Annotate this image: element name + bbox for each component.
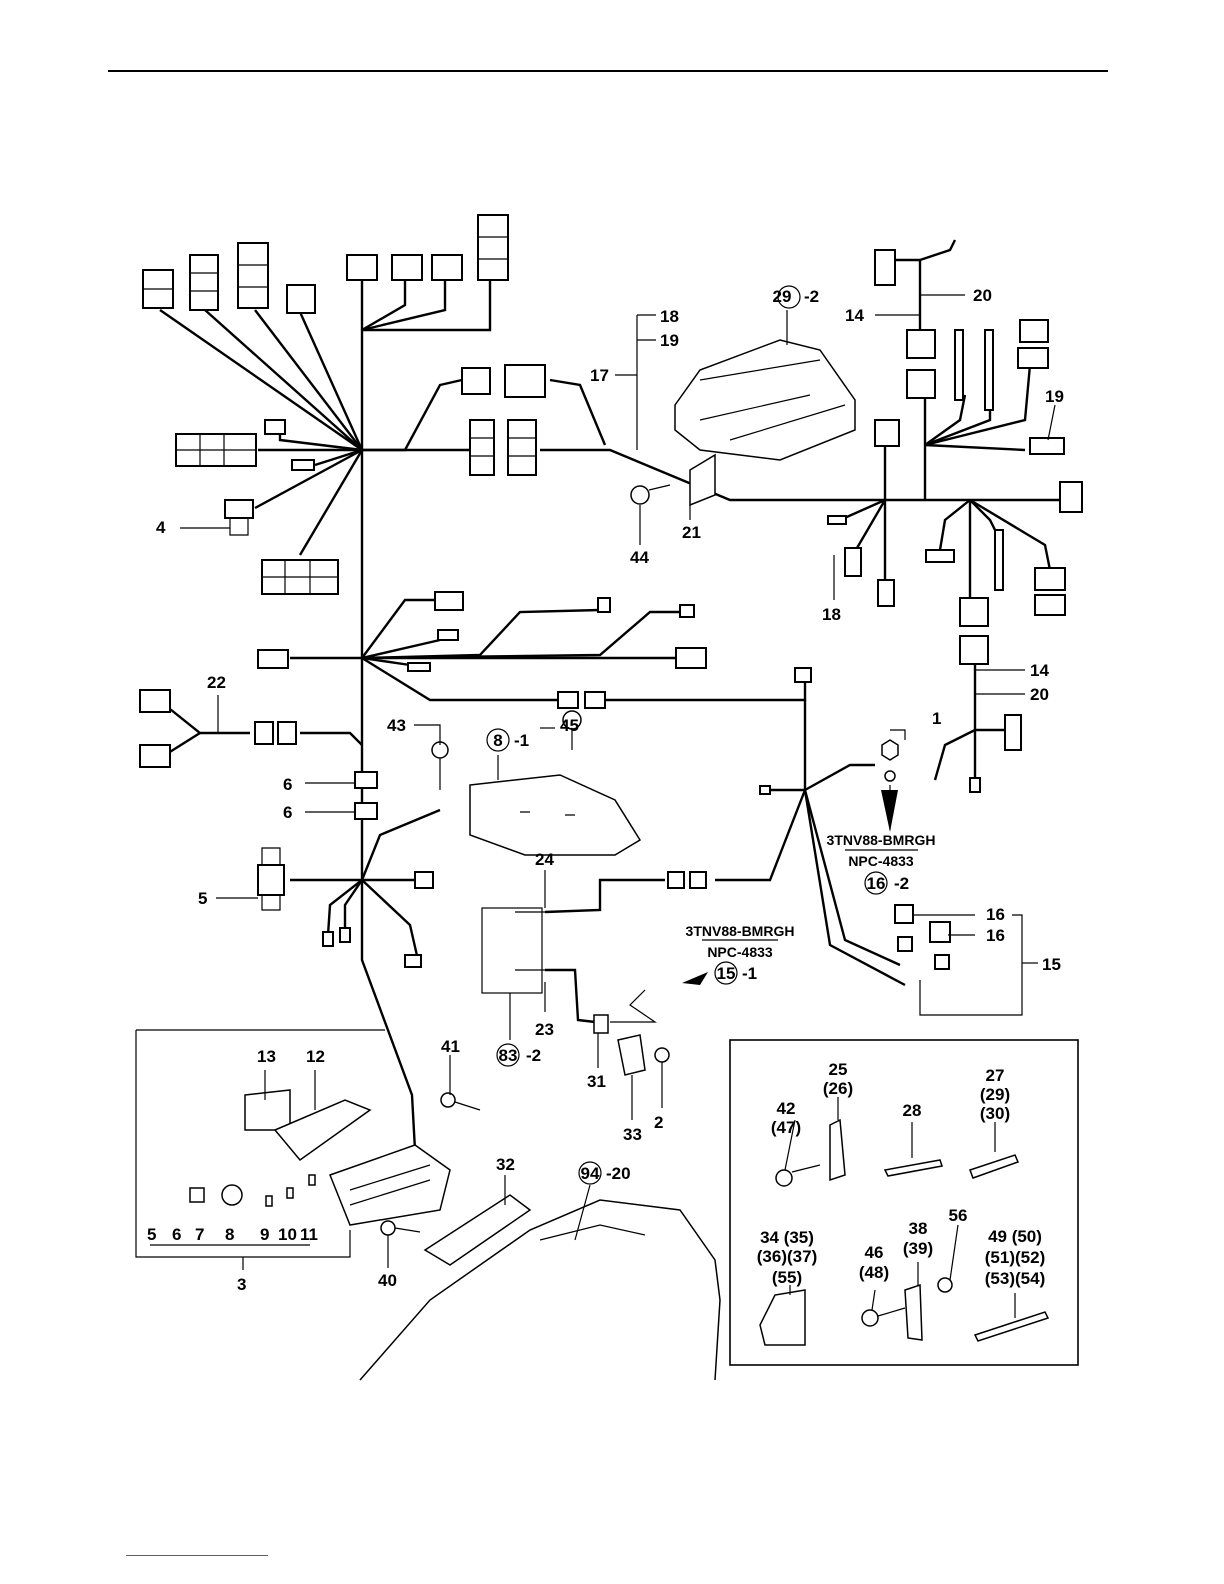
label-19b: 19 [1045, 387, 1064, 406]
label-8: 8 [493, 731, 502, 750]
kit-label-8: 8 [225, 1225, 234, 1244]
label-16b: 16 [986, 926, 1005, 945]
inset-label-56: 56 [949, 1206, 968, 1225]
label-83: 83 [499, 1046, 518, 1065]
label-3: 3 [237, 1275, 246, 1294]
label-19a: 19 [660, 331, 679, 350]
label-20a: 20 [973, 286, 992, 305]
inset-label-51: (51)(52) [985, 1248, 1045, 1267]
engine-code-upper: NPC-4833 [848, 853, 914, 869]
inset-label-47: (47) [771, 1118, 801, 1137]
label-2: 2 [654, 1113, 663, 1132]
inset-label-38: 38 [909, 1219, 928, 1238]
kit-label-13: 13 [257, 1047, 276, 1066]
label-15-1: 15 [717, 964, 736, 983]
inset-label-46: 46 [865, 1243, 884, 1262]
label-24: 24 [535, 850, 554, 869]
label-15: 15 [1042, 955, 1061, 974]
label-1: 1 [932, 709, 941, 728]
inset-label-30: (30) [980, 1104, 1010, 1123]
inset-label-39: (39) [903, 1239, 933, 1258]
label-5: 5 [198, 889, 207, 908]
label-23: 23 [535, 1020, 554, 1039]
label-83-suffix: -2 [526, 1046, 541, 1065]
hardware-inset [730, 1040, 1078, 1365]
label-6a: 6 [283, 775, 292, 794]
inset-label-25: 25 [829, 1060, 848, 1079]
inset-label-34: 34 (35) [760, 1228, 814, 1247]
label-6b: 6 [283, 803, 292, 822]
inset-label-49: 49 (50) [988, 1227, 1042, 1246]
label-18b: 18 [822, 605, 841, 624]
label-40: 40 [378, 1271, 397, 1290]
label-16-2-suffix: -2 [894, 874, 909, 893]
footer-link-underline[interactable] [126, 1555, 268, 1556]
inset-label-53: (53)(54) [985, 1269, 1045, 1288]
label-8-suffix: -1 [514, 731, 529, 750]
kit-label-12: 12 [306, 1047, 325, 1066]
label-31: 31 [587, 1072, 606, 1091]
kit-label-6: 6 [172, 1225, 181, 1244]
inset-label-26: (26) [823, 1079, 853, 1098]
label-94-suffix: -20 [606, 1164, 631, 1183]
label-17: 17 [590, 366, 609, 385]
label-94: 94 [581, 1164, 600, 1183]
label-20b: 20 [1030, 685, 1049, 704]
inset-label-29: (29) [980, 1085, 1010, 1104]
label-29-suffix: -2 [804, 287, 819, 306]
kit-label-7: 7 [195, 1225, 204, 1244]
label-14a: 14 [845, 306, 864, 325]
kit-label-11: 11 [300, 1225, 318, 1244]
inset-label-55: (55) [772, 1268, 802, 1287]
label-45: 45 [560, 716, 579, 735]
label-16a: 16 [986, 905, 1005, 924]
label-43: 43 [387, 716, 406, 735]
inset-label-42: 42 [777, 1099, 796, 1118]
label-33: 33 [623, 1125, 642, 1144]
inset-label-48: (48) [859, 1263, 889, 1282]
kit-label-9: 9 [260, 1225, 269, 1244]
kit-label-5: 5 [147, 1225, 156, 1244]
label-22: 22 [207, 673, 226, 692]
label-21: 21 [682, 523, 701, 542]
engine-model-upper: 3TNV88-BMRGH [827, 832, 936, 848]
label-14b: 14 [1030, 661, 1049, 680]
label-41: 41 [441, 1037, 460, 1056]
label-32: 32 [496, 1155, 515, 1174]
kit-label-10: 10 [278, 1225, 297, 1244]
connectors [140, 215, 1082, 969]
label-18a: 18 [660, 307, 679, 326]
label-15-1-suffix: -1 [742, 964, 757, 983]
label-29: 29 [773, 287, 792, 306]
inset-label-28: 28 [903, 1101, 922, 1120]
engine-code-lower: NPC-4833 [707, 944, 773, 960]
inset-label-27: 27 [986, 1066, 1005, 1085]
label-44: 44 [630, 548, 649, 567]
mechanical-parts [245, 340, 898, 1380]
label-16-2: 16 [867, 874, 886, 893]
inset-label-36: (36)(37) [757, 1247, 817, 1266]
label-4: 4 [156, 518, 166, 537]
engine-model-lower: 3TNV88-BMRGH [686, 923, 795, 939]
